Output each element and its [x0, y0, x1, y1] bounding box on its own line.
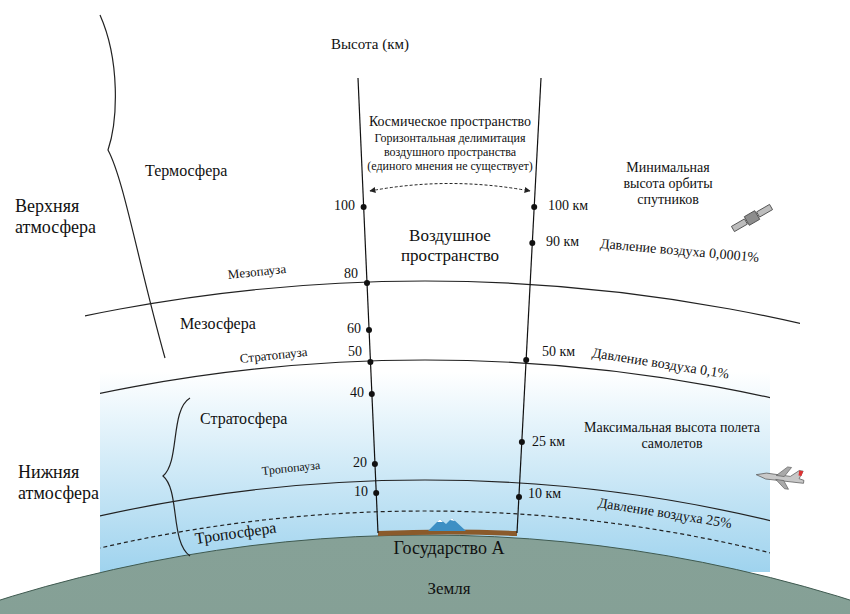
stratopause-line: [100, 360, 770, 614]
layer-label: Государство А: [394, 538, 505, 559]
tropopause-line: [100, 480, 770, 614]
altitude-axis-right: [517, 78, 541, 533]
layer-label: Горизонтальная делимитация воздушного пр…: [365, 132, 535, 173]
label-text: 80: [344, 266, 358, 281]
layer-label: 100 км: [548, 198, 588, 214]
layer-label: Верхняя атмосфера: [15, 196, 115, 237]
layer-label: 60: [347, 321, 361, 337]
lower-brace: [163, 398, 190, 556]
label-text: 100: [334, 198, 355, 213]
label-text: 90 км: [546, 234, 579, 249]
layer-label: Стратопауза: [239, 345, 308, 367]
layer-label: Нижняя атмосфера: [18, 462, 113, 503]
mesopause-line: [85, 281, 800, 614]
layer-label: 90 км: [546, 234, 579, 250]
layer-label: Давление воздуха 0,0001%: [599, 236, 759, 266]
label-text: 10: [354, 484, 368, 499]
layer-label: Максимальная высота полета самолетов: [582, 420, 762, 452]
layer-label: 10 км: [528, 486, 561, 502]
state-territory: [378, 518, 517, 536]
label-text: Космическое пространство: [369, 114, 531, 129]
label-text: 100 км: [548, 198, 588, 213]
layer-label: Термосфера: [145, 162, 227, 180]
layer-label: Высота (км): [331, 36, 409, 53]
layer-label: Воздушное пространство: [385, 226, 515, 265]
layer-label: 100: [334, 198, 355, 214]
layer-label: 50 км: [542, 344, 575, 360]
label-text: Давление воздуха 0,0001%: [599, 236, 759, 265]
upper-brace: [100, 15, 165, 358]
label-text: 10 км: [528, 486, 561, 501]
layer-label: 80: [344, 266, 358, 282]
label-text: Воздушное пространство: [401, 226, 499, 265]
label-text: Верхняя атмосфера: [15, 196, 96, 237]
layer-label: 40: [350, 385, 364, 401]
layer-label: Стратосфера: [200, 410, 287, 428]
earth-surface: [0, 535, 850, 614]
layer-label: Мезопауза: [227, 262, 287, 283]
airplane-icon: [755, 463, 806, 491]
layer-label: 10: [354, 484, 368, 500]
layer-label: 50: [348, 344, 362, 360]
satellite-icon: [730, 203, 773, 234]
label-text: 50 км: [542, 344, 575, 359]
layer-label: Мезосфера: [180, 315, 256, 333]
label-text: 40: [350, 385, 364, 400]
label-text: Земля: [427, 579, 470, 598]
label-text: Стратопауза: [239, 344, 308, 366]
layer-label: Минимальная высота орбиты спутников: [608, 160, 728, 208]
layer-label: 25 км: [532, 434, 565, 450]
label-text: 20: [353, 455, 367, 470]
label-text: Стратосфера: [200, 410, 287, 427]
label-text: Государство А: [394, 538, 505, 558]
label-text: Максимальная высота полета самолетов: [584, 420, 760, 451]
label-text: Минимальная высота орбиты спутников: [623, 160, 712, 207]
layer-label: 20: [353, 455, 367, 471]
label-text: Нижняя атмосфера: [18, 462, 99, 503]
label-text: 60: [347, 321, 361, 336]
layer-label: Космическое пространство: [369, 114, 531, 130]
label-text: Высота (км): [331, 36, 409, 52]
sky-gradient: [100, 372, 770, 572]
altitude-dots: [361, 204, 538, 500]
label-text: Термосфера: [145, 162, 227, 179]
label-text: Горизонтальная делимитация воздушного пр…: [367, 131, 532, 173]
delimitation-arrow: [370, 184, 530, 192]
label-text: Мезопауза: [227, 261, 287, 282]
label-text: 25 км: [532, 434, 565, 449]
ten-km-dashed-line: [100, 511, 770, 614]
label-text: Мезосфера: [180, 315, 256, 332]
label-text: 50: [348, 344, 362, 359]
layer-label: Земля: [427, 579, 470, 599]
